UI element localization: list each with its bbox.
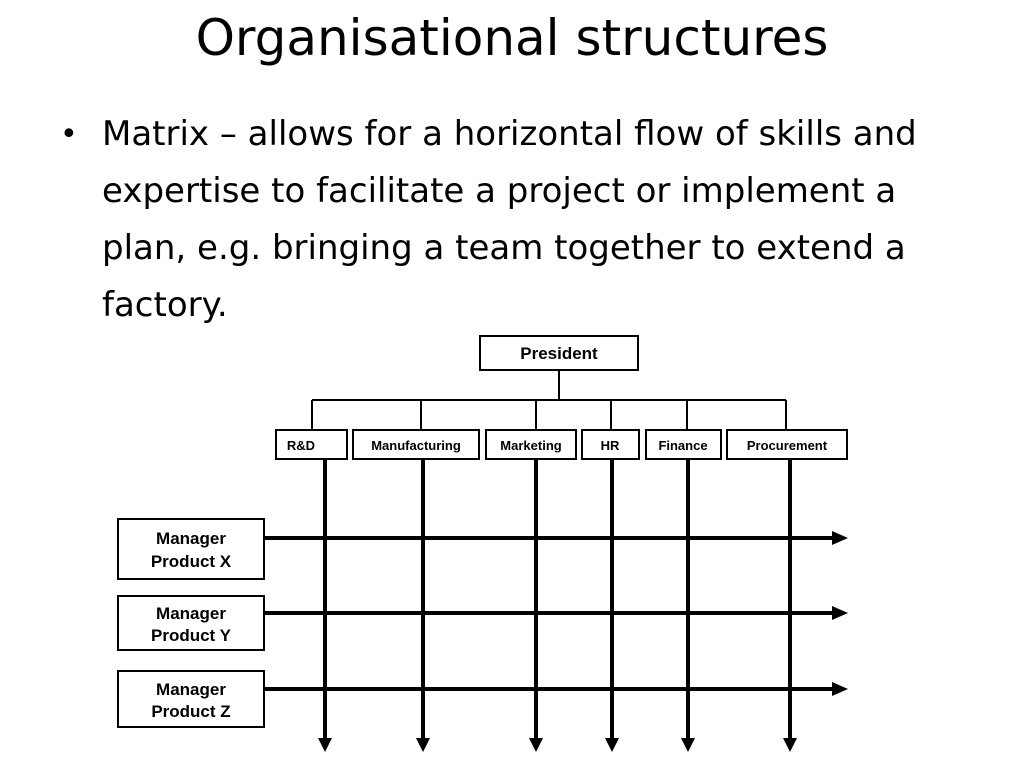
department-box-manufacturing: Manufacturing [352, 429, 480, 460]
arrow-down-icon [318, 738, 332, 752]
arrow-right-icon [832, 531, 848, 545]
department-box-finance: Finance [645, 429, 722, 460]
department-label: Procurement [747, 438, 828, 453]
president-label: President [520, 344, 598, 363]
arrow-down-icon [605, 738, 619, 752]
department-box-procurement: Procurement [726, 429, 848, 460]
manager-box-product-z: Manager Product Z [117, 670, 265, 728]
manager-label-line1: Manager [156, 604, 226, 623]
bullet-text: Matrix – allows for a horizontal flow of… [102, 114, 917, 325]
arrow-down-icon [681, 738, 695, 752]
manager-label-line2: Product Z [151, 702, 230, 721]
bullet-list: • Matrix – allows for a horizontal flow … [58, 106, 958, 334]
department-box-marketing: Marketing [485, 429, 577, 460]
department-label: Marketing [500, 438, 561, 453]
department-box-rd: R&D [275, 429, 348, 460]
manager-label-line1: Manager [156, 680, 226, 699]
arrow-down-icon [783, 738, 797, 752]
arrow-right-icon [832, 606, 848, 620]
department-label: HR [601, 438, 620, 453]
bullet-item: • Matrix – allows for a horizontal flow … [58, 106, 958, 334]
slide-title: Organisational structures [195, 9, 829, 67]
arrow-down-icon [529, 738, 543, 752]
department-label: Finance [658, 438, 707, 453]
arrow-down-icon [416, 738, 430, 752]
manager-box-product-y: Manager Product Y [117, 595, 265, 651]
department-label: Manufacturing [371, 438, 461, 453]
manager-label-line1: Manager [156, 529, 226, 548]
president-box: President [479, 335, 639, 371]
manager-label-line2: Product Y [151, 626, 232, 645]
arrow-right-icon [832, 682, 848, 696]
manager-label-line2: Product X [151, 552, 232, 571]
manager-box-product-x: Manager Product X [117, 518, 265, 580]
department-label: R&D [287, 438, 315, 453]
department-box-hr: HR [581, 429, 640, 460]
bullet-dot-icon: • [60, 117, 78, 152]
